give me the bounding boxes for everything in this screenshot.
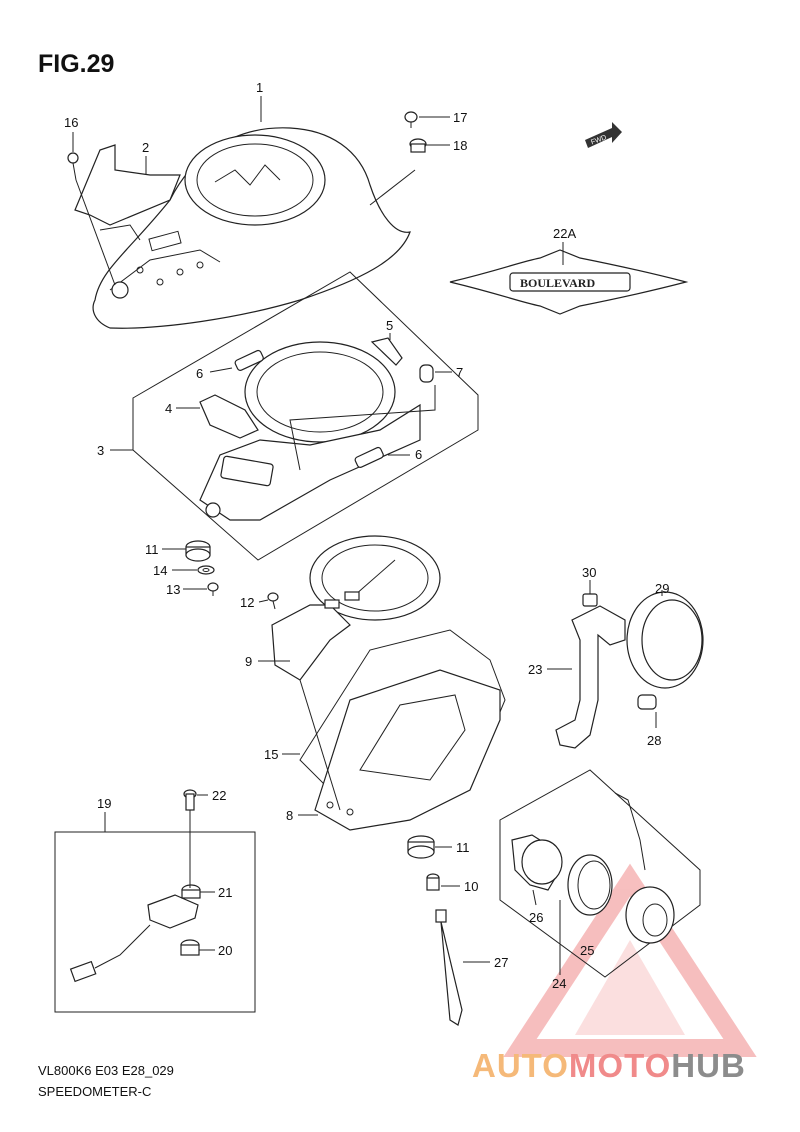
callout-29: 29 <box>655 581 669 596</box>
assembly-name: SPEEDOMETER-C <box>38 1084 152 1099</box>
callout-12: 12 <box>240 595 254 610</box>
callout-20: 20 <box>218 943 232 958</box>
forward-direction-arrow-icon: FWD <box>585 122 622 148</box>
collar-20 <box>180 939 200 956</box>
seal-5 <box>370 337 403 366</box>
callout-30: 30 <box>582 565 596 580</box>
washer-14 <box>197 565 215 575</box>
cushion-7 <box>419 364 434 383</box>
speedometer-gauge <box>271 535 441 681</box>
callout-6-upper: 6 <box>196 366 203 381</box>
callout-7: 7 <box>456 365 463 380</box>
callout-14: 14 <box>153 563 167 578</box>
clamp-28 <box>637 694 657 710</box>
lower-case-8 <box>314 669 501 831</box>
callout-2: 2 <box>142 140 149 155</box>
cable-tie-27 <box>435 909 463 1026</box>
watermark-part-3: HUB <box>671 1047 746 1084</box>
callout-15: 15 <box>264 747 278 762</box>
callout-8: 8 <box>286 808 293 823</box>
callout-4: 4 <box>165 401 172 416</box>
speed-sensor <box>69 894 199 983</box>
watermark-logo: AUTOMOTOHUB <box>472 1047 746 1085</box>
grommet-11-lower <box>407 835 435 859</box>
speed-sensor-box <box>54 831 256 1013</box>
callout-1: 1 <box>256 80 263 95</box>
callout-17: 17 <box>453 110 467 125</box>
socket-assembly-box <box>499 769 701 978</box>
watermark-part-1: AUTO <box>472 1047 569 1084</box>
callout-3: 3 <box>97 443 104 458</box>
collar-21 <box>181 884 201 899</box>
o-ring-25 <box>567 854 613 916</box>
collar-18 <box>409 138 427 153</box>
callout-16: 16 <box>64 115 78 130</box>
watermark-part-2: MOTO <box>568 1047 672 1084</box>
bolt-10 <box>426 873 440 891</box>
nut-30 <box>582 593 598 607</box>
callout-26: 26 <box>529 910 543 925</box>
screw-13 <box>207 582 219 596</box>
cover-bracket <box>74 144 181 241</box>
callout-19: 19 <box>97 796 111 811</box>
bracket-23 <box>555 605 626 749</box>
callout-9: 9 <box>245 654 252 669</box>
callout-13: 13 <box>166 582 180 597</box>
callout-28: 28 <box>647 733 661 748</box>
callout-11-upper: 11 <box>145 542 159 557</box>
callout-labels: 1 2 3 4 5 6 6 7 8 9 10 11 11 12 13 14 15… <box>64 80 669 991</box>
model-code: VL800K6 E03 E28_029 <box>38 1063 174 1078</box>
callout-6-lower: 6 <box>415 447 422 462</box>
callout-25: 25 <box>580 943 594 958</box>
watermark-triangle <box>503 863 757 1057</box>
callout-22a: 22A <box>553 226 576 241</box>
callout-18: 18 <box>453 138 467 153</box>
leader-lines <box>72 96 663 975</box>
bolt-22 <box>183 789 197 811</box>
socket-24 <box>614 792 675 944</box>
callout-22: 22 <box>212 788 226 803</box>
pad-6-upper <box>234 349 264 371</box>
callout-5: 5 <box>386 318 393 333</box>
screw-17 <box>404 111 418 128</box>
callout-21: 21 <box>218 885 232 900</box>
screw-12 <box>267 592 279 610</box>
meter-case <box>199 341 421 521</box>
figure-title: FIG.29 <box>38 50 115 78</box>
callout-27: 27 <box>494 955 508 970</box>
emblem-text: BOULEVARD <box>520 276 595 290</box>
grommet-11-upper <box>185 540 211 562</box>
speedometer-cover <box>92 127 411 329</box>
callout-11-lower: 11 <box>456 840 470 855</box>
forward-direction-label: FWD <box>590 134 607 146</box>
reflector-29 <box>626 591 704 689</box>
callout-24: 24 <box>552 976 566 991</box>
screw-16 <box>67 152 79 181</box>
pad-6-lower <box>354 446 384 468</box>
boulevard-emblem: BOULEVARD <box>449 249 689 315</box>
callout-23: 23 <box>528 662 542 677</box>
rubber-cushion-4 <box>199 394 259 439</box>
holder-26 <box>511 834 563 891</box>
callout-10: 10 <box>464 879 478 894</box>
